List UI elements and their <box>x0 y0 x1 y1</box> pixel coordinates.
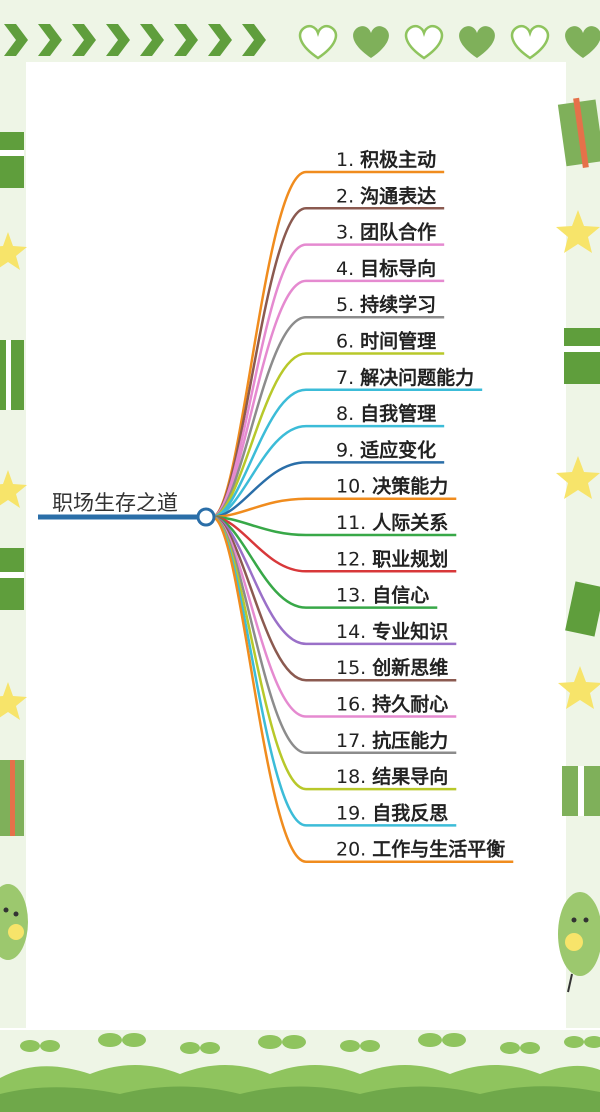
branch-topic[interactable]: 15. 创新思维 <box>336 656 448 679</box>
branch-label: 解决问题能力 <box>360 366 474 389</box>
branch-topic[interactable]: 16. 持久耐心 <box>336 693 448 716</box>
branch-topic[interactable]: 14. 专业知识 <box>336 620 448 643</box>
branch-number: 15. <box>336 657 372 679</box>
branch-number: 17. <box>336 730 372 752</box>
branch-topic[interactable]: 8. 自我管理 <box>336 402 436 425</box>
branch-number: 1. <box>336 149 360 171</box>
branch-label: 团队合作 <box>360 221 436 244</box>
branch-number: 4. <box>336 258 360 280</box>
branch-topic[interactable]: 5. 持续学习 <box>336 293 436 316</box>
branch-number: 9. <box>336 439 360 461</box>
branch-label: 工作与生活平衡 <box>372 838 505 861</box>
branch-number: 2. <box>336 185 360 207</box>
branch-label: 沟通表达 <box>360 184 436 207</box>
branch-topic[interactable]: 18. 结果导向 <box>336 765 448 788</box>
gift-box-icon <box>557 97 600 816</box>
branch-number: 13. <box>336 585 372 607</box>
branch-label: 专业知识 <box>372 620 448 643</box>
chevron-arrows-icon <box>4 24 266 56</box>
branch-connector <box>211 461 307 519</box>
branch-topic[interactable]: 6. 时间管理 <box>336 330 436 353</box>
branch-number: 10. <box>336 476 372 498</box>
left-border-band <box>0 62 26 1028</box>
branch-topic[interactable]: 20. 工作与生活平衡 <box>336 838 505 861</box>
root-topic: 职场生存之道 <box>52 491 178 515</box>
branch-label: 积极主动 <box>360 148 436 171</box>
branch-number: 11. <box>336 512 372 534</box>
branch-label: 自我管理 <box>360 402 436 425</box>
branch-topic[interactable]: 13. 自信心 <box>336 584 429 607</box>
branch-connector <box>211 388 307 519</box>
branch-label: 决策能力 <box>372 475 448 498</box>
branch-connector <box>211 424 307 519</box>
branch-label: 结果导向 <box>372 765 448 788</box>
branch-number: 18. <box>336 766 372 788</box>
branch-topic[interactable]: 19. 自我反思 <box>336 801 448 824</box>
branch-label: 创新思维 <box>371 656 448 679</box>
branch-topic[interactable]: 4. 目标导向 <box>336 257 436 280</box>
branch-number: 7. <box>336 367 360 389</box>
right-border-band <box>566 62 600 1028</box>
branch-number: 3. <box>336 222 360 244</box>
bean-character-icon <box>0 884 28 960</box>
branch-label: 自我反思 <box>372 801 448 824</box>
branch-topic[interactable]: 7. 解决问题能力 <box>336 366 474 389</box>
heart-icon <box>298 24 600 60</box>
branch-topic[interactable]: 10. 决策能力 <box>336 475 448 498</box>
branch-topic[interactable]: 2. 沟通表达 <box>336 184 436 207</box>
branch-number: 5. <box>336 294 360 316</box>
branch-number: 14. <box>336 621 372 643</box>
branch-topic[interactable]: 11. 人际关系 <box>336 511 448 534</box>
branch-topic[interactable]: 1. 积极主动 <box>336 148 436 171</box>
branch-number: 8. <box>336 403 360 425</box>
branch-label: 人际关系 <box>372 511 448 534</box>
sprout-icon <box>20 1033 600 1054</box>
branch-label: 时间管理 <box>360 330 436 353</box>
star-icon <box>556 210 600 709</box>
branch-topic[interactable]: 17. 抗压能力 <box>336 729 448 752</box>
branch-label: 适应变化 <box>360 438 436 461</box>
branch-label: 自信心 <box>372 584 429 607</box>
branch-number: 16. <box>336 694 372 716</box>
branch-number: 12. <box>336 548 372 570</box>
gift-box-icon <box>0 132 24 836</box>
branch-topic[interactable]: 3. 团队合作 <box>336 221 436 244</box>
branch-topic[interactable]: 12. 职业规划 <box>336 547 448 570</box>
branch-label: 持续学习 <box>360 293 436 316</box>
branch-number: 6. <box>336 331 360 353</box>
branch-label: 职业规划 <box>372 547 448 570</box>
branch-connectors <box>211 170 514 863</box>
branch-number: 20. <box>336 839 372 861</box>
branch-connector <box>211 515 307 863</box>
branch-number: 19. <box>336 802 372 824</box>
grass-border <box>0 1030 600 1112</box>
branch-label: 目标导向 <box>360 257 436 280</box>
branch-label: 持久耐心 <box>372 693 448 716</box>
bean-character-icon <box>558 892 600 993</box>
branch-topic[interactable]: 9. 适应变化 <box>336 438 436 461</box>
star-icon <box>0 232 27 720</box>
branch-label: 抗压能力 <box>372 729 448 752</box>
root-node[interactable] <box>196 507 216 527</box>
